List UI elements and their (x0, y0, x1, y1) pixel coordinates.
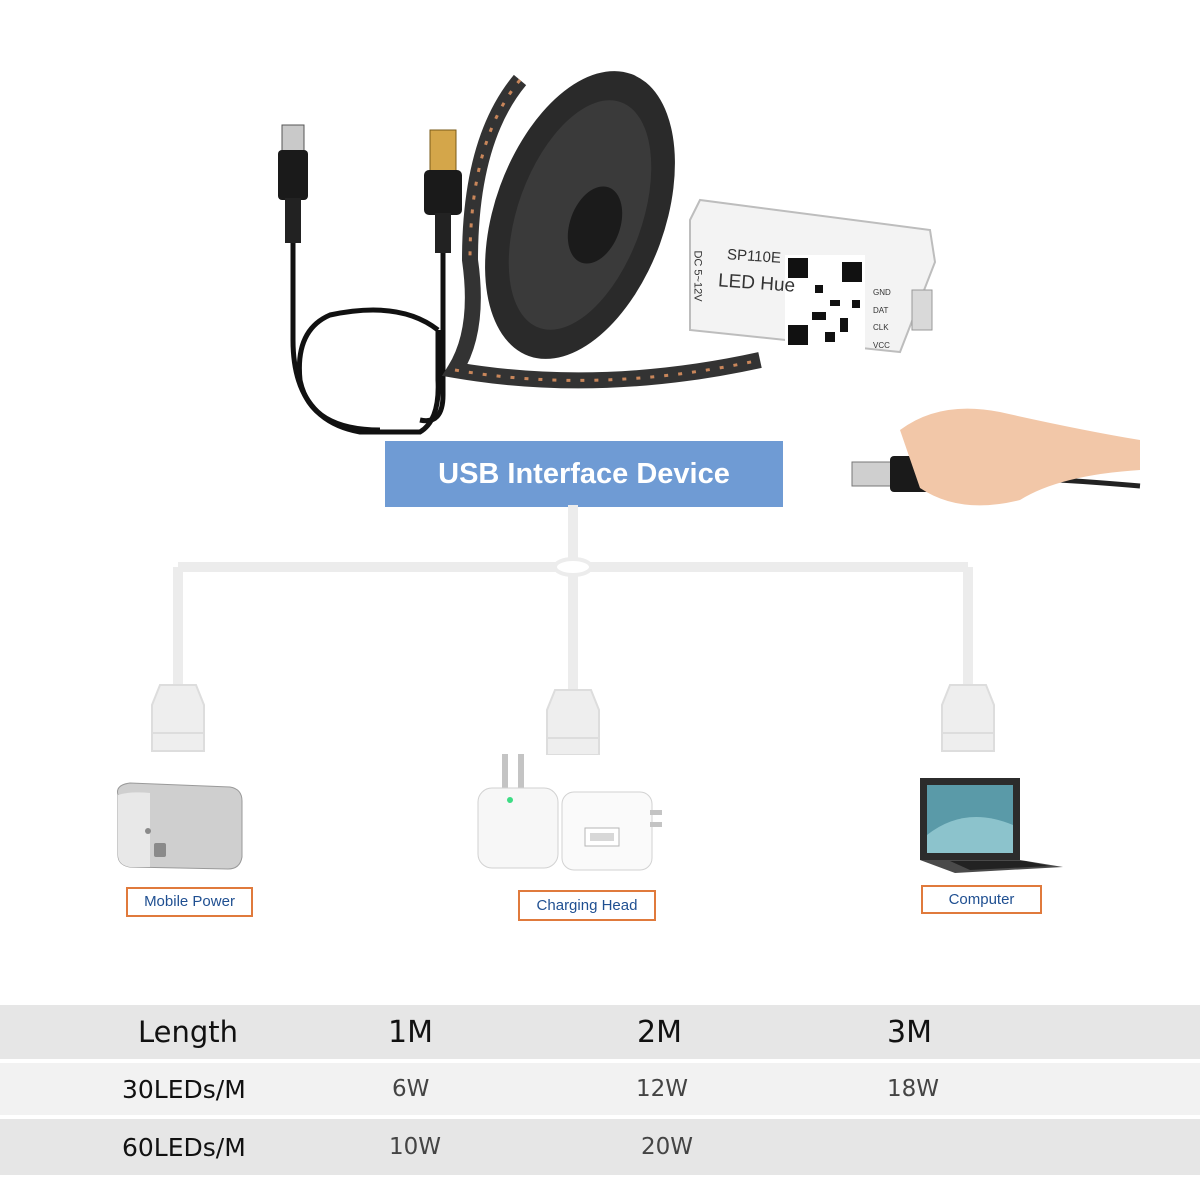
spec-row-30leds: 30LEDs/M 6W 12W 18W (0, 1063, 1200, 1115)
usb-connector-icon (151, 684, 205, 752)
usb-interface-banner: USB Interface Device (385, 441, 783, 507)
spec-header-2m: 2M (637, 1014, 682, 1050)
spec-header-row: Length 1M 2M 3M (0, 1005, 1200, 1059)
controller-pin-clk: CLK (873, 323, 889, 332)
usb-connector-icon (941, 684, 995, 752)
qr-code-icon (785, 255, 865, 350)
controller-pin-dat: DAT (873, 306, 889, 315)
power-bank-icon (117, 782, 243, 870)
mobile-power-label: Mobile Power (126, 887, 253, 917)
led-strip-kit-illustration (278, 71, 1141, 506)
controller-pin-vcc: VCC (873, 341, 890, 350)
spec-row-label: 60LEDs/M (122, 1132, 246, 1162)
charging-head-icon (477, 754, 662, 871)
usb-plug-icon (296, 129, 462, 433)
spec-cell-value: 18W (887, 1076, 940, 1102)
connector-tree (151, 505, 995, 755)
spec-header-3m: 3M (887, 1014, 932, 1050)
computer-label: Computer (921, 885, 1042, 914)
controller-voltage-text: DC 5~12V (691, 250, 704, 302)
spec-row-label: 30LEDs/M (122, 1074, 246, 1104)
dc-plug-icon (278, 124, 441, 435)
laptop-icon (920, 778, 1063, 873)
spec-cell-value: 10W (389, 1134, 442, 1160)
spec-cell-value: 6W (392, 1076, 430, 1102)
controller-pin-gnd: GND (873, 288, 891, 297)
spec-cell-value: 12W (636, 1076, 689, 1102)
led-reel-icon (441, 71, 762, 389)
hand-usb-icon (851, 408, 1141, 506)
spec-cell-value: 20W (641, 1134, 694, 1160)
spec-header-length: Length (138, 1015, 239, 1049)
usb-connector-icon (546, 689, 600, 755)
spec-header-1m: 1M (388, 1014, 433, 1050)
charging-head-label: Charging Head (518, 890, 656, 921)
spec-row-60leds: 60LEDs/M 10W 20W (0, 1119, 1200, 1175)
controller-box-icon (689, 198, 937, 354)
